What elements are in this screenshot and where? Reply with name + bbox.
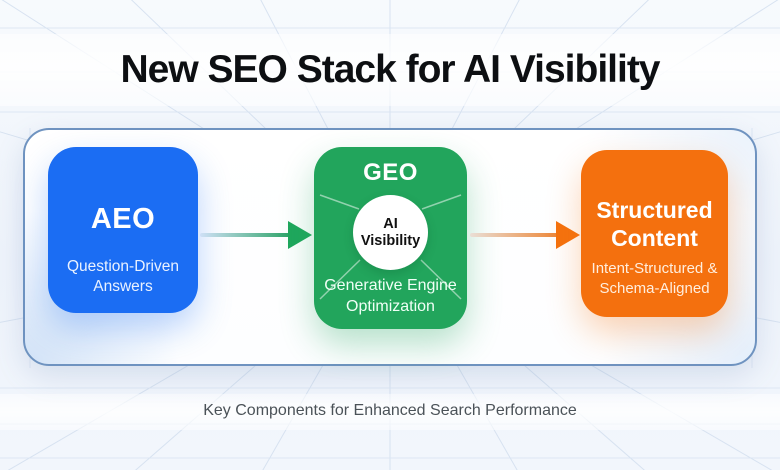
geo-title: GEO xyxy=(363,159,418,186)
aeo-title: AEO xyxy=(90,203,156,235)
title-band xyxy=(0,34,780,106)
arrow-shaft xyxy=(470,233,560,237)
arrow-shaft xyxy=(200,233,292,237)
ai-visibility-badge: AI Visibility xyxy=(353,195,428,270)
card-aeo: AEO Question-Driven Answers xyxy=(48,147,198,313)
caption-band xyxy=(0,394,780,430)
structured-content-subtitle: Intent-Structured & Schema-Aligned xyxy=(591,260,718,297)
aeo-subtitle: Question-Driven Answers xyxy=(67,258,179,295)
geo-diagonal-lines xyxy=(319,194,462,300)
geo-subtitle: Generative Engine Optimization xyxy=(324,277,457,315)
arrow-right-icon xyxy=(288,221,312,249)
arrow-aeo-to-geo xyxy=(200,221,312,249)
arrow-right-icon xyxy=(556,221,580,249)
card-geo: GEO AI Visibility Generative Engine Opti… xyxy=(314,147,467,329)
caption-text: Key Components for Enhanced Search Perfo… xyxy=(203,402,577,419)
arrow-geo-to-structured xyxy=(470,221,580,249)
structured-content-title: Structured Content xyxy=(596,197,713,251)
ai-visibility-label: AI Visibility xyxy=(360,215,421,249)
page-title: New SEO Stack for AI Visibility xyxy=(120,48,660,91)
card-structured-content: Structured Content Intent-Structured & S… xyxy=(581,150,728,317)
